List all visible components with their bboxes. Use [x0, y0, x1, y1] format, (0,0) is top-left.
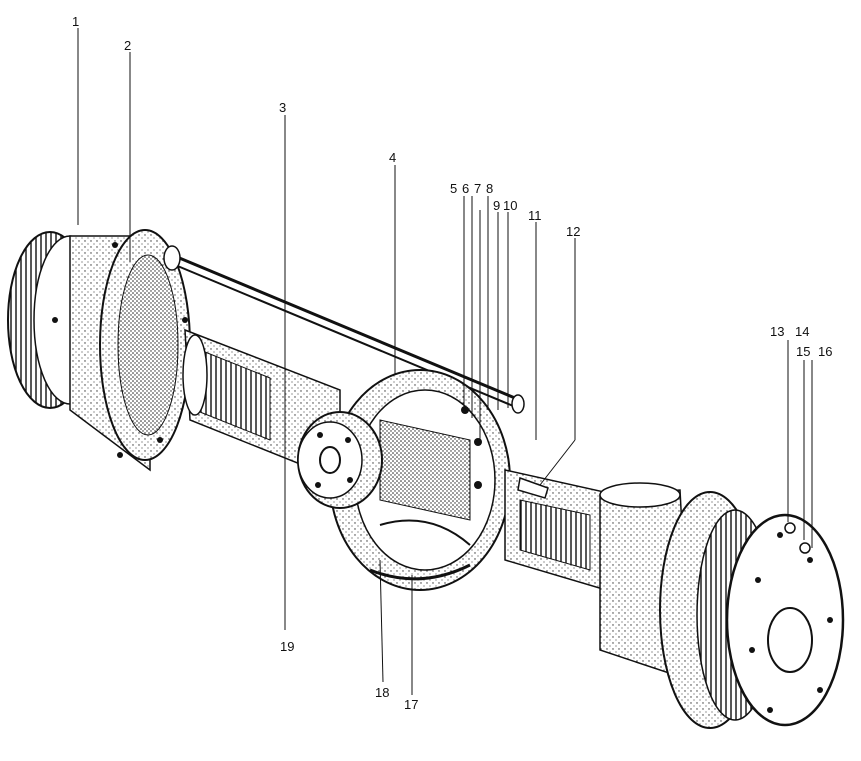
callout-19: 19 — [280, 639, 294, 654]
differential-housing — [329, 369, 511, 591]
input-flange — [297, 411, 383, 509]
callout-2: 2 — [124, 38, 131, 53]
callout-11: 11 — [528, 208, 542, 223]
callout-12: 12 — [566, 224, 580, 239]
callout-5: 5 — [450, 181, 457, 196]
callout-18: 18 — [375, 685, 389, 700]
callout-17: 17 — [404, 697, 418, 712]
callout-9: 9 — [493, 198, 500, 213]
callout-3: 3 — [279, 100, 286, 115]
callout-15: 15 — [796, 344, 810, 359]
callout-4: 4 — [389, 150, 396, 165]
right-hub — [599, 482, 845, 729]
callout-7: 7 — [474, 181, 481, 196]
callout-8: 8 — [486, 181, 493, 196]
left-hub — [7, 229, 191, 472]
callout-10: 10 — [503, 198, 517, 213]
leader-lines — [77, 28, 813, 695]
callout-13: 13 — [770, 324, 784, 339]
callout-14: 14 — [795, 324, 809, 339]
callout-labels: 1 2 3 4 5 6 7 8 9 10 11 12 13 14 15 16 1… — [72, 14, 832, 712]
callout-6: 6 — [462, 181, 469, 196]
callout-1: 1 — [72, 14, 79, 29]
callout-16: 16 — [818, 344, 832, 359]
